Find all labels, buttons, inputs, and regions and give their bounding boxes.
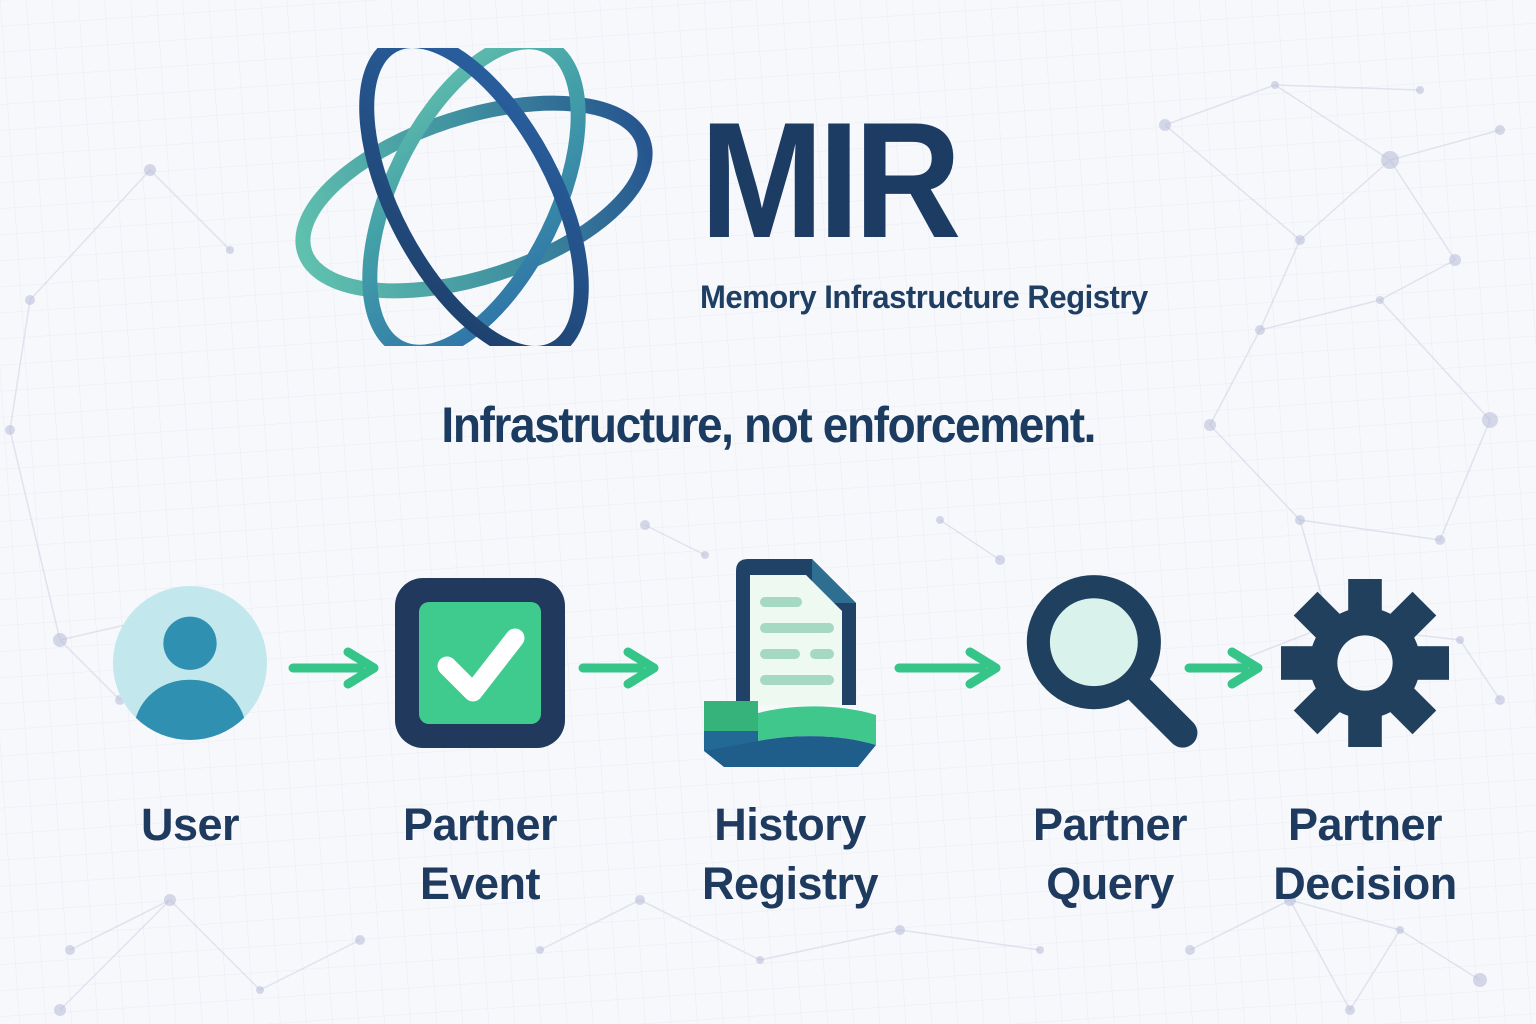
checkbox-icon <box>395 577 565 748</box>
brand-subtitle: Memory Infrastructure Registry <box>700 279 1148 315</box>
brand-block: MIR Memory Infrastructure Registry <box>700 98 1162 316</box>
step-label-partner-query: Partner Query <box>1032 799 1188 909</box>
user-avatar-icon <box>112 585 268 740</box>
document-stack-icon <box>704 559 876 767</box>
brand-name: MIR <box>700 88 961 272</box>
step-label-partner-event: Partner Event <box>402 799 558 909</box>
flow-step-partner-event: Partner Event <box>385 555 575 913</box>
step-label-partner-decision: Partner Decision <box>1273 799 1457 909</box>
step-label-user: User <box>140 799 240 850</box>
magnifier-icon <box>1026 575 1197 748</box>
step-label-history-registry: History Registry <box>701 799 879 909</box>
tagline: Infrastructure, not enforcement. <box>441 397 1096 453</box>
flow-step-history-registry: History Registry <box>672 555 908 913</box>
flow-step-partner-decision: Partner Decision <box>1253 555 1477 913</box>
orbit-rings-logo <box>295 48 653 346</box>
gear-icon <box>1281 578 1449 747</box>
flow-arrow-icon <box>578 647 659 689</box>
flow-arrow-icon <box>894 647 1001 689</box>
flow-step-partner-query: Partner Query <box>1000 555 1220 913</box>
flow-step-user: User <box>95 555 285 855</box>
flow-arrow-icon <box>288 647 379 689</box>
